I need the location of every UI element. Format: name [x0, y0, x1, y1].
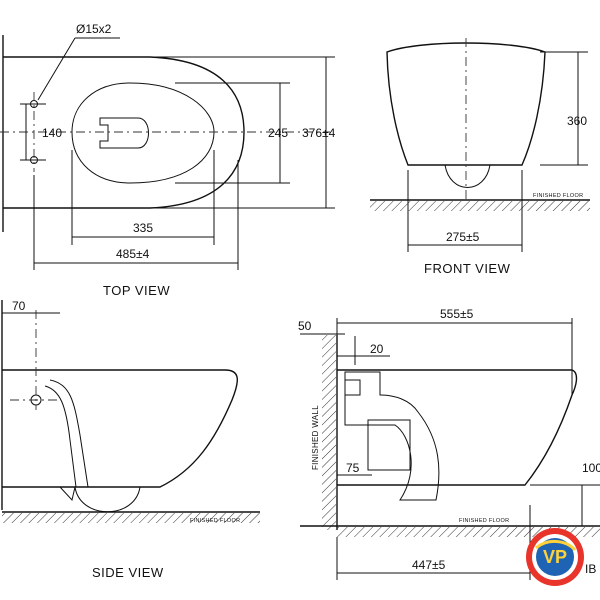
side-offset-label: 70 — [12, 299, 26, 313]
section-cut-text: IB — [585, 562, 596, 576]
front-floor-label: FINISHED FLOOR — [533, 193, 583, 199]
side-floor-hatch — [2, 513, 260, 523]
side-view: 70 FINISHED FLOOR SIDE VIEW — [1, 299, 260, 580]
front-floor-hatch — [370, 201, 590, 211]
section-inlet — [345, 379, 361, 396]
front-view-title: FRONT VIEW — [424, 261, 511, 276]
section-total-length-label: 555±5 — [440, 307, 474, 321]
side-view-title: SIDE VIEW — [92, 565, 164, 580]
hole-leader — [37, 37, 76, 101]
finished-wall-hatch — [322, 335, 336, 530]
section-outlet-pipe — [367, 419, 411, 471]
logo-text: VP — [543, 547, 567, 567]
front-height-label: 360 — [567, 114, 587, 128]
section-wall-offset-label: 50 — [298, 319, 312, 333]
finished-wall-label: FINISHED WALL — [311, 405, 320, 470]
section-base-length-label: 447±5 — [412, 558, 446, 572]
side-view-inner-curve-2 — [44, 385, 77, 488]
side-view-bowl — [2, 369, 238, 488]
opening-length-label: 335 — [133, 221, 153, 235]
outer-width-label: 376±4 — [302, 126, 336, 140]
section-view: FINISHED WALL FINISHED FLOOR 555±5 50 20… — [298, 307, 600, 580]
side-view-outlet — [74, 486, 141, 513]
logo-center — [536, 538, 574, 576]
section-inlet-offset-label: 20 — [370, 342, 384, 356]
hole-spacing-label: 140 — [42, 126, 62, 140]
top-view-outlet — [99, 117, 149, 149]
top-view-outer-outline — [3, 56, 245, 209]
front-view: FINISHED FLOOR 360 275±5 FRONT VIEW — [370, 38, 590, 276]
section-floor-label: FINISHED FLOOR — [459, 518, 509, 524]
vp-logo: VP — [526, 528, 584, 586]
front-view-bowl — [386, 42, 546, 166]
front-view-outlet — [444, 164, 491, 188]
hole-diameter-label: Ø15x2 — [76, 22, 112, 36]
top-view: Ø15x2 140 245 376±4 335 485±4 TOP VIEW — [0, 22, 336, 298]
top-view-title: TOP VIEW — [103, 283, 170, 298]
total-length-label: 485±4 — [116, 247, 150, 261]
front-base-width-label: 275±5 — [446, 230, 480, 244]
section-trapway — [344, 371, 440, 501]
section-outlet-height-label: 75 — [346, 461, 360, 475]
side-view-inner-curve-1 — [49, 379, 89, 488]
top-view-bowl-opening — [71, 82, 215, 184]
section-floor-hatch — [337, 527, 600, 537]
section-bowl-outline — [337, 369, 578, 486]
inner-width-label: 245 — [268, 126, 288, 140]
section-right-height-label: 100 — [582, 461, 600, 475]
side-floor-label: FINISHED FLOOR — [190, 518, 240, 524]
